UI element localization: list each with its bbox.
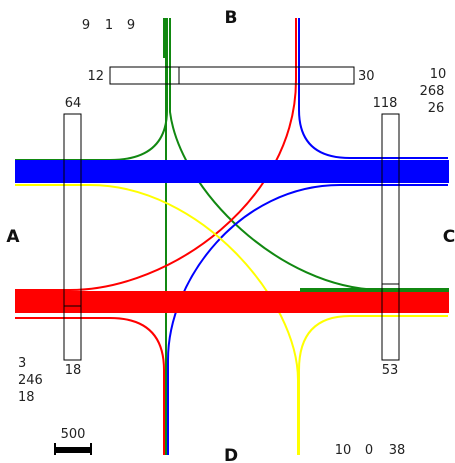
north-top-count-3: 9 [127, 18, 135, 33]
east-bar-top-count: 118 [373, 96, 398, 111]
east-top-count-2: 268 [420, 84, 445, 99]
east-top-count-1: 10 [430, 67, 447, 82]
flow-blue-c-to-d [167, 184, 448, 455]
north-top-count-2: 1 [105, 18, 113, 33]
flow-red-b-to-a [15, 18, 297, 291]
east-bar-bottom-count: 53 [382, 363, 399, 378]
east-top-count-3: 26 [428, 101, 445, 116]
flow-green-b-to-a [15, 18, 168, 161]
south-bottom-count-3: 38 [389, 443, 406, 458]
node-label-east: C [443, 227, 455, 247]
west-bottom-count-3: 18 [18, 390, 35, 405]
west-bottom-count-1: 3 [18, 356, 26, 371]
band-red-c-to-a [15, 291, 449, 313]
scale-bar [54, 447, 92, 453]
south-bottom-count-2: 0 [365, 443, 373, 458]
south-bottom-count-1: 10 [335, 443, 352, 458]
north-bar-left-count: 12 [87, 69, 104, 84]
scale-label: 500 [61, 427, 86, 442]
flow-yellow-a-to-d [15, 184, 299, 455]
node-label-north: B [225, 8, 238, 28]
west-bar-bottom-count: 18 [65, 363, 82, 378]
west-bar-top-count: 64 [65, 96, 82, 111]
flow-blue-b-to-c [298, 18, 448, 159]
north-top-count-1: 9 [82, 18, 90, 33]
east-count-bar [381, 113, 400, 361]
band-green-edge [300, 288, 449, 292]
scale-bar-left-tick [54, 443, 56, 455]
flow-yellow-c-to-d [298, 315, 448, 455]
node-label-west: A [6, 227, 20, 247]
flow-red-a-to-d [15, 317, 165, 455]
north-count-bar [109, 66, 355, 85]
west-bottom-count-2: 246 [18, 373, 43, 388]
west-count-bar [63, 113, 82, 361]
flow-green-b-to-c [169, 18, 448, 291]
node-label-south: D [224, 446, 238, 463]
band-blue-a-to-c [15, 160, 449, 183]
north-bar-right-count: 30 [358, 69, 375, 84]
scale-bar-right-tick [90, 443, 92, 455]
